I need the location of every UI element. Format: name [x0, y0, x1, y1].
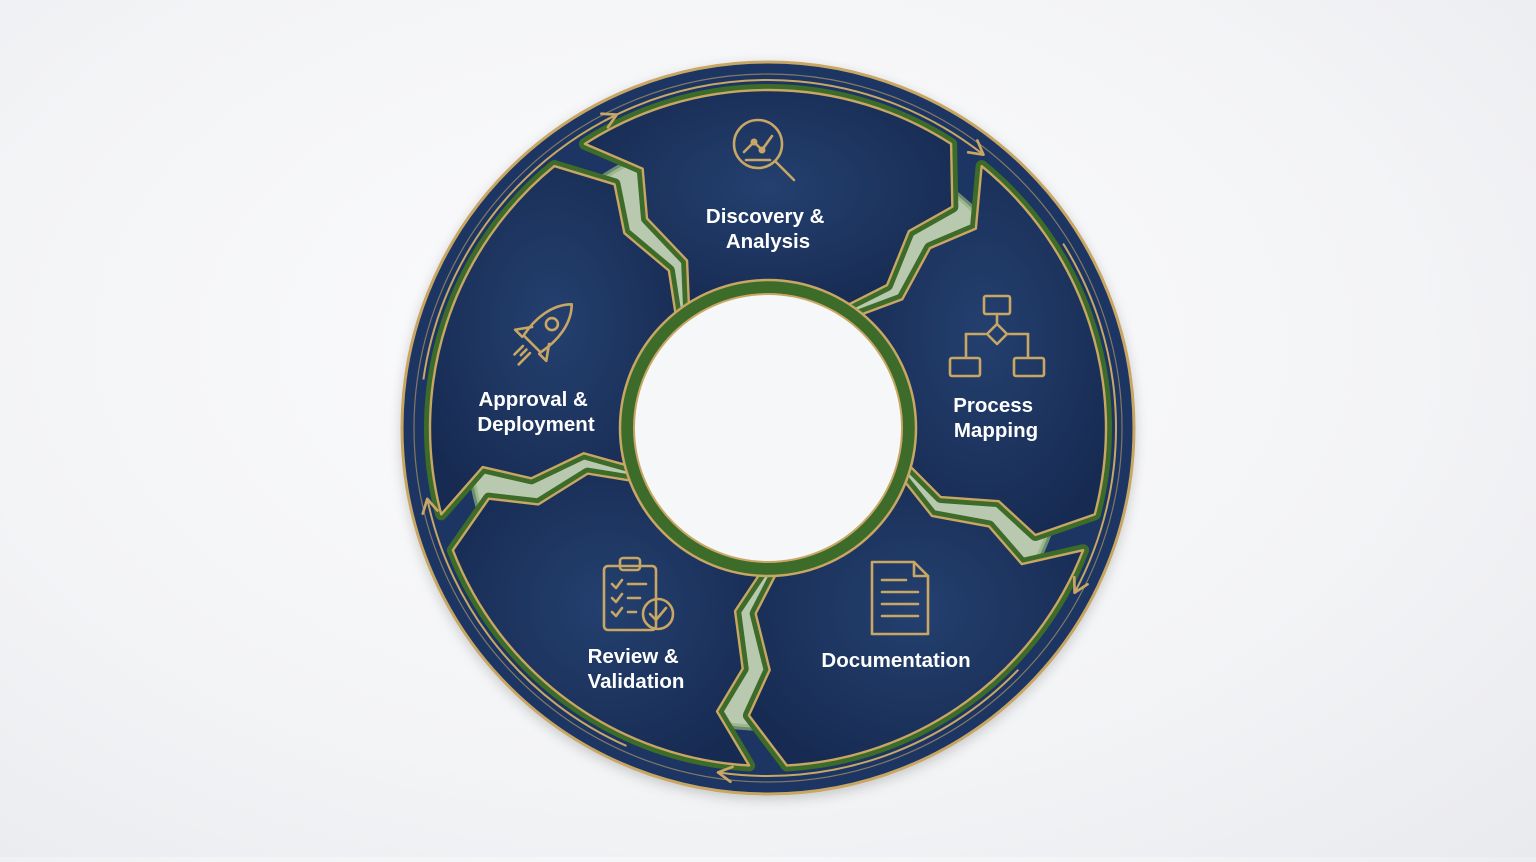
analysis-magnifier-icon — [732, 118, 796, 182]
segment-approval — [424, 160, 682, 521]
segments-layer — [424, 84, 1112, 772]
stage-label-documentation: Documentation — [821, 649, 970, 672]
flow-arrow-5 — [422, 112, 619, 380]
flow-arrows — [421, 79, 1117, 784]
stage-label-review: Review & Validation — [588, 645, 685, 693]
stage-label-discovery: Discovery & Analysis — [706, 205, 830, 253]
stage-label-approval: Approval & Deployment — [477, 388, 594, 436]
rocket-icon — [513, 303, 573, 366]
stage-label-process-mapping: Process Mapping — [953, 394, 1038, 442]
flow-arrow-3 — [716, 669, 1020, 784]
flowchart-icon — [948, 294, 1046, 378]
document-icon — [870, 560, 930, 636]
flow-arrow-4 — [421, 497, 627, 747]
clipboard-check-icon — [602, 556, 675, 632]
flow-arrow-1 — [604, 79, 985, 157]
center-hub — [618, 278, 918, 578]
flow-arrow-2 — [1062, 243, 1117, 595]
